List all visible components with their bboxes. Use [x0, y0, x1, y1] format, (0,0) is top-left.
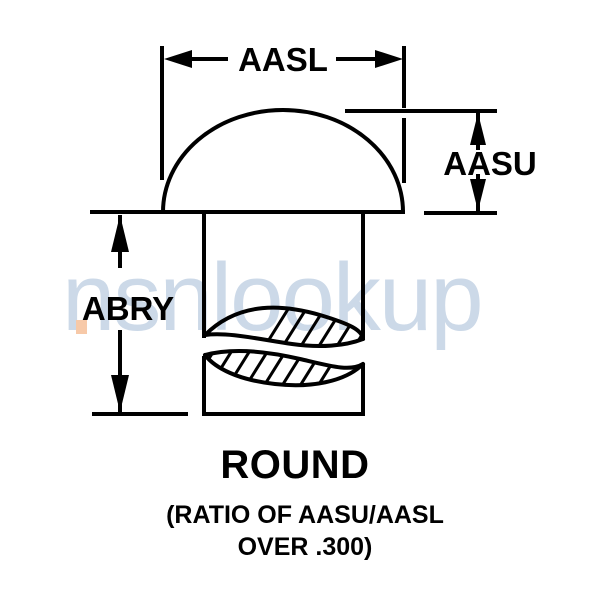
caption-title: ROUND — [220, 443, 369, 487]
abry-label: ABRY — [82, 290, 174, 327]
caption-block: ROUND (RATIO OF AASU/AASL OVER .300) — [166, 443, 444, 561]
aasu-arrow-up — [470, 113, 486, 145]
aasu-arrow-down — [470, 179, 486, 211]
aasl-arrow-left — [164, 50, 192, 68]
break-hatch-upper — [248, 307, 363, 347]
abry-arrow-up — [111, 215, 129, 252]
aasl-arrow-right — [375, 50, 403, 68]
abry-arrow-down — [111, 375, 129, 412]
caption-note-line2: OVER .300) — [238, 533, 373, 561]
aasl-label: AASL — [238, 41, 328, 78]
dimension-abry: ABRY — [82, 210, 188, 416]
aasu-label: AASU — [443, 145, 537, 182]
shank-outline — [202, 212, 365, 416]
break-line-upper — [203, 305, 365, 349]
head-outline — [161, 108, 405, 214]
caption-note-line1: (RATIO OF AASU/AASL — [166, 501, 444, 529]
watermark-accent-dot — [76, 320, 87, 334]
dimension-aasl: AASL — [160, 41, 406, 183]
break-line-lower — [203, 348, 365, 388]
dimension-aasu: AASU — [345, 109, 537, 215]
